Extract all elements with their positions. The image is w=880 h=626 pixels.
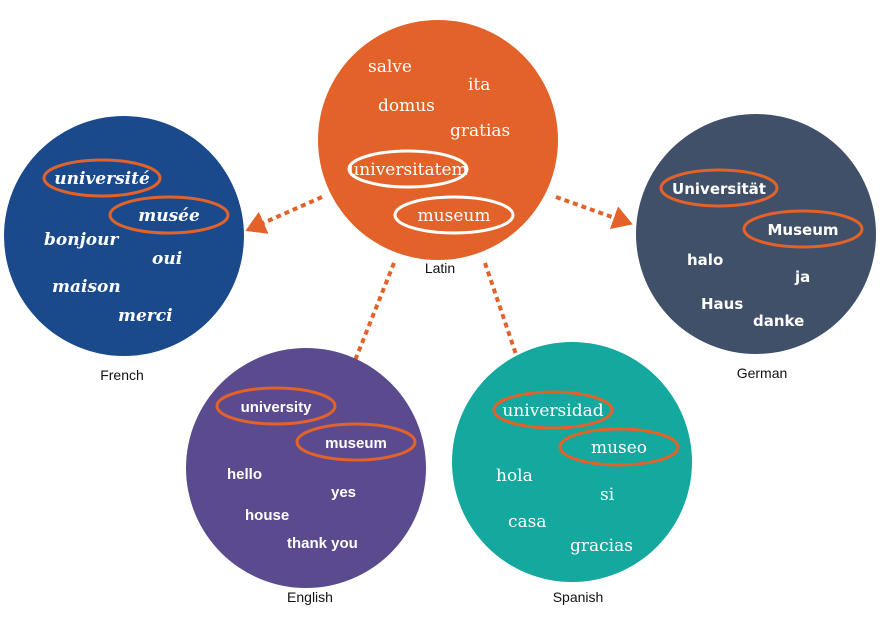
german-word: Haus <box>701 295 743 313</box>
latin-circle: salve ita domus gratias universitatem mu… <box>318 20 558 260</box>
latin-word-highlighted: universitatem <box>348 160 467 180</box>
highlight-ring <box>558 427 680 467</box>
german-word-highlighted: Museum <box>767 221 838 239</box>
french-word: oui <box>152 249 182 269</box>
latin-word: domus <box>378 96 435 116</box>
french-circle-bg <box>4 116 244 356</box>
german-word: ja <box>794 268 810 286</box>
french-word: maison <box>52 277 121 297</box>
english-circle: university museum hello yes house thank … <box>186 348 426 588</box>
german-word: danke <box>753 312 804 330</box>
spanish-circle: universidad museo hola si casa gracias <box>452 342 692 582</box>
french-word-highlighted: musée <box>138 206 200 226</box>
english-word: yes <box>331 484 356 501</box>
german-circle-bg <box>636 114 876 354</box>
latin-word: salve <box>368 57 412 77</box>
spanish-word: si <box>600 485 615 505</box>
french-circle: université musée bonjour oui maison merc… <box>4 116 244 356</box>
english-circle-bg <box>186 348 426 588</box>
spanish-word: hola <box>496 466 533 486</box>
highlight-ring <box>295 422 417 462</box>
highlight-ring <box>347 149 469 189</box>
english-word: hello <box>227 466 262 483</box>
french-word: merci <box>118 306 173 326</box>
french-caption: French <box>100 367 144 383</box>
spanish-caption: Spanish <box>553 589 604 605</box>
german-word-highlighted: Universität <box>672 180 766 198</box>
highlight-ring <box>108 195 230 235</box>
german-circle: Universität Museum halo ja Haus danke <box>636 114 876 354</box>
latin-caption: Latin <box>425 260 455 276</box>
latin-circle-bg <box>318 20 558 260</box>
highlight-ring <box>659 168 779 208</box>
english-caption: English <box>287 589 333 605</box>
latin-word: gratias <box>450 121 510 141</box>
spanish-word: casa <box>508 512 547 532</box>
spanish-word-highlighted: universidad <box>502 401 603 421</box>
latin-word-highlighted: museum <box>418 206 491 226</box>
english-word-highlighted: university <box>241 399 313 416</box>
latin-word: ita <box>468 75 490 95</box>
french-word: bonjour <box>44 230 119 250</box>
arrow-latin-to-german <box>555 195 633 229</box>
french-word-highlighted: université <box>54 169 150 189</box>
german-word: halo <box>687 251 723 269</box>
highlight-ring <box>742 209 864 249</box>
german-caption: German <box>737 365 788 381</box>
english-word-highlighted: museum <box>325 435 387 452</box>
english-word: house <box>245 507 289 524</box>
highlight-ring <box>42 158 162 198</box>
spanish-circle-bg <box>452 342 692 582</box>
spanish-word: gracias <box>570 536 633 556</box>
arrow-latin-to-french <box>245 195 323 234</box>
spanish-word-highlighted: museo <box>591 438 647 458</box>
highlight-ring <box>492 390 614 430</box>
highlight-ring <box>215 386 337 426</box>
english-word: thank you <box>287 535 358 552</box>
highlight-ring <box>393 195 515 235</box>
